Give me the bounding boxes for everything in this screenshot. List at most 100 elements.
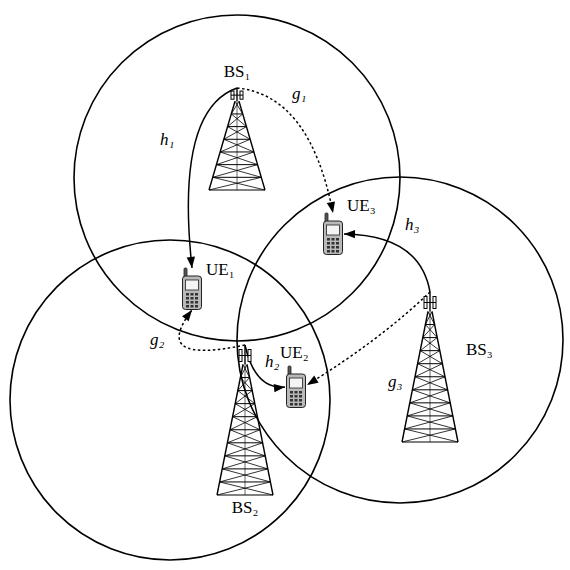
phone-key bbox=[295, 395, 298, 398]
tower-brace bbox=[415, 377, 448, 390]
tower-brace bbox=[225, 443, 263, 456]
tower-brace bbox=[217, 482, 270, 495]
phone-key bbox=[191, 297, 194, 300]
phone-key bbox=[290, 399, 293, 402]
phone-screen bbox=[186, 280, 199, 290]
interference-link bbox=[307, 292, 430, 385]
link-curve bbox=[188, 88, 237, 268]
arrow-head bbox=[274, 384, 285, 392]
phone-key bbox=[332, 246, 335, 249]
tower-brace bbox=[410, 390, 448, 403]
interference-link bbox=[179, 310, 245, 350]
phone-body bbox=[183, 276, 202, 310]
phone-key bbox=[295, 399, 298, 402]
tower-mast bbox=[244, 345, 245, 365]
tower-mast bbox=[236, 88, 237, 101]
channel-label: g₁ bbox=[292, 84, 306, 104]
tower-brace bbox=[209, 177, 261, 190]
tower-leg bbox=[209, 101, 235, 190]
tower-brace bbox=[213, 165, 258, 178]
phone-symbol bbox=[181, 268, 203, 310]
link-curve bbox=[307, 292, 430, 385]
tower-brace bbox=[230, 430, 263, 443]
tower-brace bbox=[228, 127, 251, 140]
node-label: UE₃ bbox=[347, 196, 376, 216]
tower-brace bbox=[233, 404, 255, 417]
signal-link bbox=[187, 88, 237, 268]
phone-key bbox=[290, 403, 293, 406]
phone-key bbox=[299, 399, 302, 402]
tower-brace bbox=[410, 403, 453, 416]
tower-brace bbox=[230, 417, 257, 430]
phone-key bbox=[336, 238, 339, 241]
tower-brace bbox=[423, 338, 440, 351]
tower-brace bbox=[216, 165, 261, 178]
base-station: BS₃ bbox=[400, 292, 460, 442]
tower-brace bbox=[425, 325, 437, 338]
tower-core bbox=[237, 101, 238, 190]
tower-brace bbox=[235, 404, 257, 417]
tower-brace bbox=[228, 114, 243, 127]
phone-key bbox=[327, 250, 330, 253]
phone-key bbox=[332, 250, 335, 253]
tower-brace bbox=[220, 482, 273, 495]
tower-brace bbox=[224, 139, 254, 152]
tower-brace bbox=[418, 351, 440, 364]
phone-key bbox=[336, 250, 339, 253]
phone-symbol bbox=[285, 366, 307, 408]
phone-key bbox=[336, 242, 339, 245]
tower-symbol bbox=[400, 292, 460, 442]
tower-brace bbox=[227, 443, 265, 456]
tower-brace bbox=[216, 152, 253, 165]
arrow-head bbox=[307, 376, 319, 385]
tower-brace bbox=[405, 429, 458, 442]
tower-brace bbox=[220, 139, 250, 152]
cell-circle bbox=[10, 240, 330, 560]
tower-brace bbox=[240, 365, 247, 378]
phone-key bbox=[186, 293, 189, 296]
tower-brace bbox=[407, 403, 450, 416]
user-equipment: UE₁ bbox=[181, 268, 203, 310]
phone-key bbox=[299, 395, 302, 398]
arrow-head bbox=[344, 230, 355, 238]
channel-label: h₃ bbox=[405, 215, 419, 235]
antenna-bar bbox=[424, 302, 436, 303]
tower-brace bbox=[224, 127, 247, 140]
tower-brace bbox=[233, 417, 260, 430]
phone-key bbox=[327, 242, 330, 245]
tower-brace bbox=[235, 391, 252, 404]
tower-symbol bbox=[207, 88, 267, 190]
tower-brace bbox=[420, 338, 437, 351]
tower-brace bbox=[407, 416, 455, 429]
tower-brace bbox=[415, 364, 442, 377]
tower-core bbox=[430, 312, 431, 443]
antenna-bar bbox=[231, 95, 243, 96]
phone-key bbox=[295, 391, 298, 394]
node-label: BS₃ bbox=[466, 340, 493, 360]
node-label: BS₂ bbox=[232, 498, 259, 518]
tower-brace bbox=[231, 114, 246, 127]
phone-key bbox=[295, 403, 298, 406]
link-curve bbox=[245, 345, 285, 387]
tower-brace bbox=[402, 429, 455, 442]
tower-brace bbox=[418, 364, 445, 377]
tower-mast bbox=[429, 292, 430, 312]
channel-label: g₂ bbox=[150, 330, 164, 350]
node-label: UE₂ bbox=[280, 343, 309, 363]
phone-screen bbox=[290, 378, 303, 388]
phone-key bbox=[195, 305, 198, 308]
channel-label: h₂ bbox=[265, 352, 279, 372]
link-curve bbox=[179, 310, 245, 350]
node-label: BS₁ bbox=[224, 62, 251, 82]
arrow-head bbox=[327, 201, 335, 213]
tower-brace bbox=[225, 456, 268, 469]
phone-key bbox=[332, 242, 335, 245]
tower-brace bbox=[235, 101, 243, 114]
arrow-head bbox=[182, 310, 192, 321]
tower-brace bbox=[222, 469, 270, 482]
tower-brace bbox=[222, 456, 265, 469]
cell-circle bbox=[74, 15, 400, 341]
tower-brace bbox=[425, 312, 432, 325]
